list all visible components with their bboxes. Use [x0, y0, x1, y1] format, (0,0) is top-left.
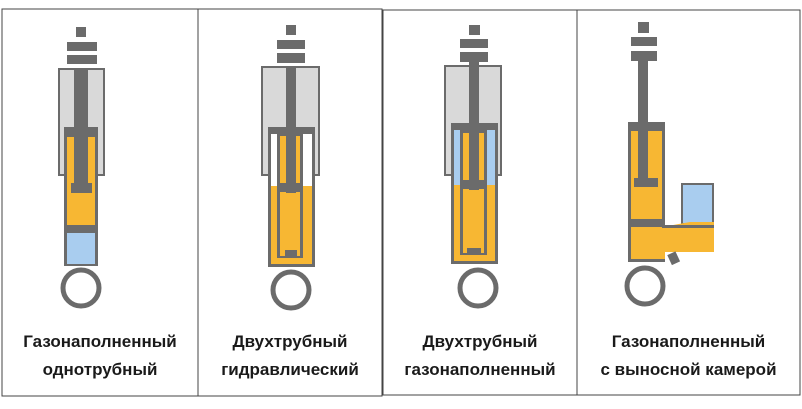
label-twin-tube-hydraulic: Двухтрубный гидравлический — [198, 328, 382, 384]
label-line1: Двухтрубный — [232, 332, 348, 351]
remote-reservoir-shock — [624, 22, 714, 307]
twin-tube-gas-shock — [444, 25, 502, 309]
frame-right — [382, 9, 801, 396]
label-line2: однотрубный — [42, 360, 158, 379]
label-line2: газонаполненный — [404, 360, 556, 379]
label-line1: Двухтрубный — [422, 332, 538, 351]
label-monotube-gas: Газонаполненный однотрубный — [2, 328, 198, 384]
twin-tube-hydraulic-shock — [261, 25, 320, 311]
label-line1: Газонаполненный — [23, 332, 177, 351]
label-line2: с выносной камерой — [600, 360, 777, 379]
label-line1: Газонаполненный — [611, 332, 766, 351]
monotube-gas-shock — [58, 27, 105, 309]
label-line2: гидравлический — [221, 360, 359, 379]
label-twin-tube-gas: Двухтрубный газонаполненный — [383, 328, 577, 384]
label-remote-reservoir: Газонаполненный с выносной камерой — [577, 328, 800, 384]
frame-left — [1, 8, 383, 397]
